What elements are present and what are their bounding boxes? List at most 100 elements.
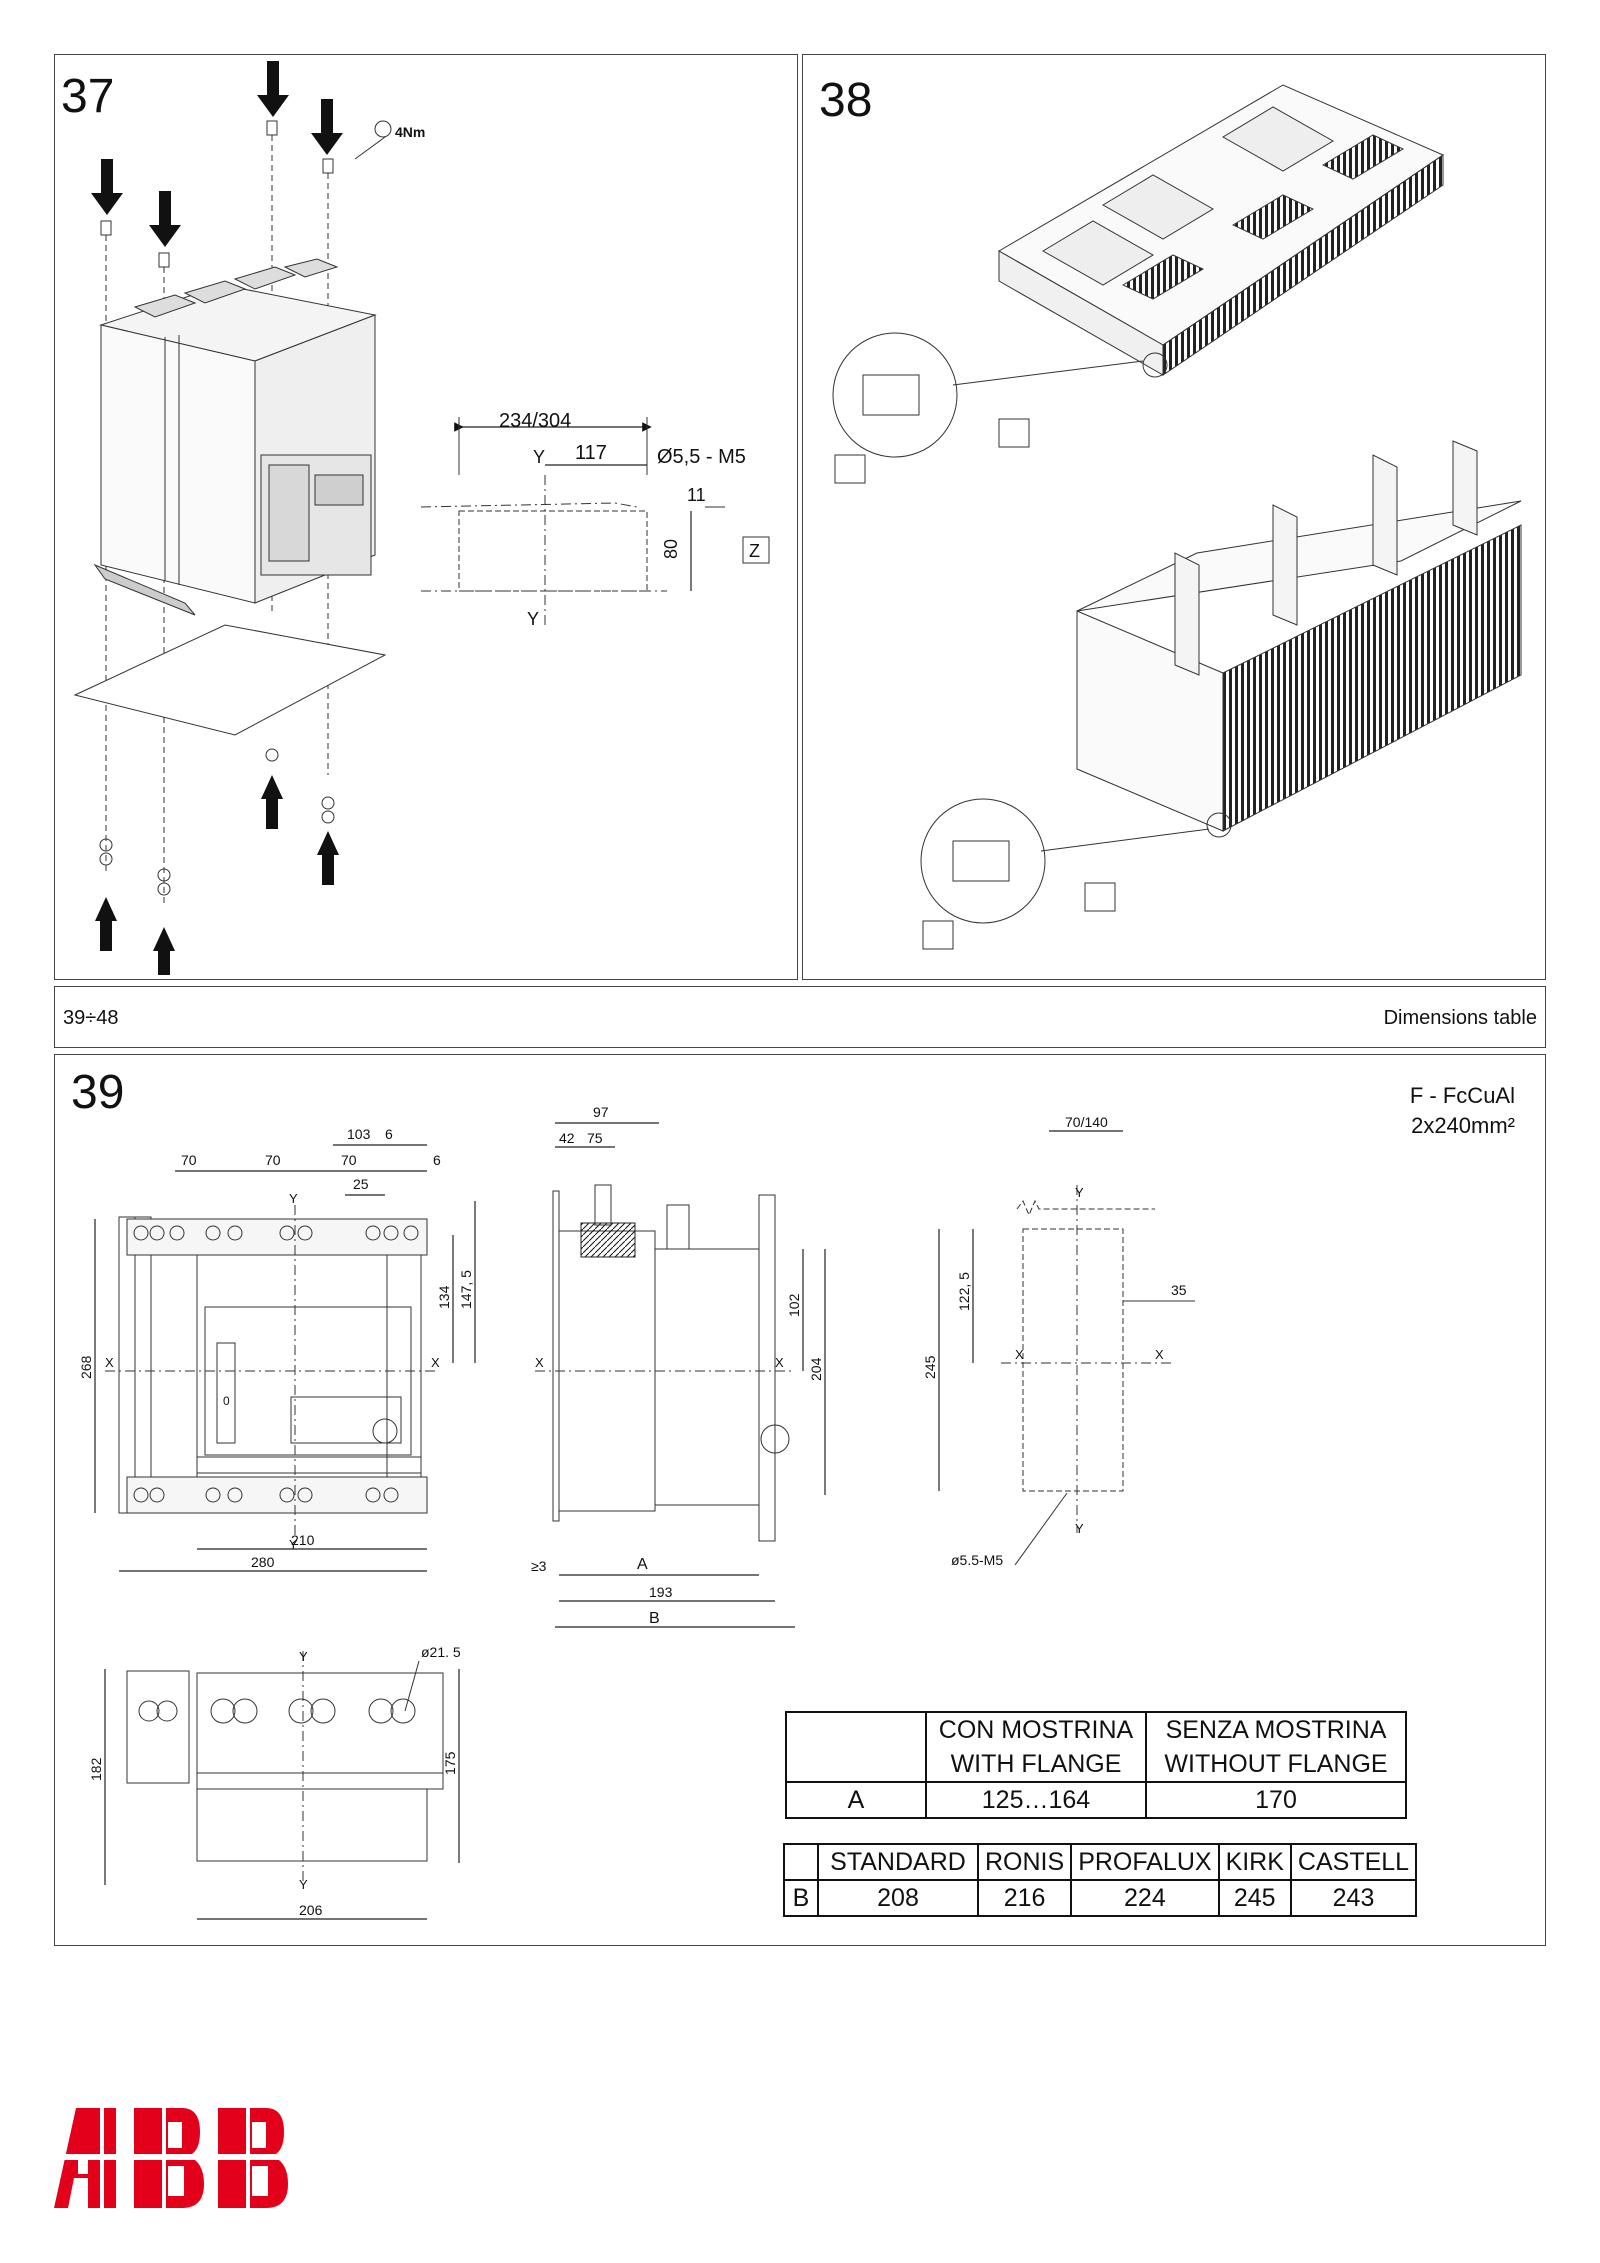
- dim-offset: 11: [687, 485, 706, 505]
- dim-280: 280: [251, 1554, 275, 1570]
- table-cell: 224: [1070, 1879, 1220, 1917]
- panel-step-38: 38: [802, 54, 1546, 980]
- abb-logo: [54, 2108, 290, 2208]
- dim-102: 102: [786, 1293, 802, 1317]
- dim-122-5: 122, 5: [956, 1272, 972, 1311]
- axis-x-right: X: [1155, 1347, 1164, 1362]
- axis-y: Y: [289, 1191, 298, 1206]
- table-header: KIRK: [1217, 1843, 1292, 1881]
- table-row-label: B: [783, 1879, 819, 1917]
- dim-dia-21-5: ø21. 5: [421, 1644, 461, 1660]
- dim-75: 75: [587, 1130, 603, 1146]
- table-cell: 245: [1217, 1879, 1292, 1917]
- torque-icon: [374, 120, 392, 138]
- table-cell: 208: [817, 1879, 979, 1917]
- step-number: 38: [819, 74, 873, 127]
- axis-y-bottom: Y: [1075, 1521, 1084, 1536]
- dim-height: 80: [661, 539, 681, 559]
- table-cell-empty: [783, 1843, 819, 1881]
- axis-y: Y: [299, 1649, 308, 1664]
- table-cell-empty: [785, 1711, 927, 1783]
- table-header: CASTELL: [1289, 1843, 1418, 1881]
- table-cell: 243: [1289, 1879, 1418, 1917]
- axis-x: X: [105, 1355, 114, 1370]
- dim-70b: 70: [265, 1152, 281, 1168]
- dim-35: 35: [1171, 1282, 1187, 1298]
- front-view: Y Y X X 0 103 6 70 70 70 6 25 134 147, 5…: [78, 1126, 476, 1572]
- dim-134: 134: [436, 1285, 452, 1309]
- dim-25: 25: [353, 1176, 369, 1192]
- terminal-section: 2x240mm²: [1411, 1113, 1515, 1138]
- dim-210: 210: [291, 1532, 315, 1548]
- dim-width: 234/304: [499, 410, 571, 432]
- dim-70c: 70: [341, 1152, 357, 1168]
- terminal-type: F - FcCuAl: [1409, 1083, 1515, 1108]
- dim-half: 117: [575, 442, 607, 464]
- table-row-label: A: [785, 1781, 927, 1819]
- table-header: SENZA MOSTRINA: [1145, 1711, 1407, 1747]
- axis-y-label: Y: [533, 447, 545, 467]
- dim-175: 175: [442, 1751, 458, 1775]
- dim-193: 193: [649, 1584, 673, 1600]
- axis-x-right: X: [431, 1355, 440, 1370]
- arrow-up-icon: [95, 775, 339, 975]
- arrow-down-icon: [91, 61, 343, 247]
- axis-y-bottom: Y: [299, 1877, 308, 1892]
- step-number: 39: [71, 1066, 125, 1119]
- dim-206: 206: [299, 1902, 323, 1918]
- panel-step-39: 39 F - FcCuAl 2x240mm²: [54, 1054, 1546, 1946]
- mounting-exploded-drawing: 4Nm: [73, 61, 770, 975]
- step-number: 37: [61, 70, 115, 123]
- terminal-cover-drawing: [832, 84, 1522, 950]
- dim-42: 42: [559, 1130, 575, 1146]
- band-title: Dimensions table: [1383, 1007, 1537, 1029]
- table-header: STANDARD: [817, 1843, 979, 1881]
- dim-182: 182: [88, 1757, 104, 1781]
- off-symbol: 0: [223, 1394, 230, 1408]
- table-row: WITH FLANGE WITHOUT FLANGE: [786, 1747, 1407, 1783]
- table-cell: 170: [1145, 1781, 1407, 1819]
- table-header: WITH FLANGE: [925, 1747, 1147, 1783]
- dim-204: 204: [808, 1357, 824, 1381]
- bottom-view: Y Y ø21. 5 182 175 206: [88, 1644, 461, 1920]
- dim-hole: ø5.5-M5: [951, 1552, 1003, 1568]
- side-view: X X 97 42 75 102 204 ≥3 A 193 B: [531, 1104, 826, 1628]
- section-band: 39÷48 Dimensions table: [54, 986, 1546, 1048]
- table-cell: 216: [976, 1879, 1073, 1917]
- dim-70-140: 70/140: [1065, 1114, 1108, 1130]
- table-row: A 125…164 170: [785, 1781, 1407, 1819]
- dim-b: B: [649, 1610, 660, 1627]
- table-row: STANDARD RONIS PROFALUX KIRK CASTELL: [783, 1843, 1418, 1881]
- dim-268: 268: [78, 1355, 94, 1379]
- dim-min-3: ≥3: [531, 1558, 547, 1574]
- hand-icon: [998, 418, 1030, 448]
- table-row: B 208 216 224 245 243: [783, 1879, 1418, 1917]
- dim-147-5: 147, 5: [458, 1270, 474, 1309]
- axis-z-label: Z: [749, 541, 760, 561]
- dim-103: 103: [347, 1126, 371, 1142]
- table-header: CON MOSTRINA: [925, 1711, 1147, 1747]
- dim-6a: 6: [385, 1126, 393, 1142]
- dim-245: 245: [922, 1355, 938, 1379]
- drilling-template: 234/304 Y 117 Ø5,5 - M5 11 80 Z Y: [420, 410, 770, 629]
- table-cell: 125…164: [925, 1781, 1147, 1819]
- drilling-view: X X Y Y 70/140 35 122, 5 245 ø5.5-M5: [922, 1114, 1195, 1568]
- axis-x: X: [1015, 1347, 1024, 1362]
- panel-step-37: 37 4Nm: [54, 54, 798, 980]
- table-row: CON MOSTRINA SENZA MOSTRINA: [785, 1711, 1407, 1783]
- axis-y-label-bottom: Y: [527, 609, 539, 629]
- axis-y-bottom: Y: [289, 1537, 298, 1552]
- table-header: PROFALUX: [1070, 1843, 1220, 1881]
- dimension-drawings: Y Y X X 0 103 6 70 70 70 6 25 134 147, 5…: [78, 1104, 1195, 1920]
- band-page-range: 39÷48: [63, 1007, 119, 1029]
- table-header: RONIS: [976, 1843, 1073, 1881]
- table-dimension-a: CON MOSTRINA SENZA MOSTRINA WITH FLANGE …: [785, 1711, 1407, 1819]
- axis-x: X: [535, 1355, 544, 1370]
- torque-label: 4Nm: [395, 124, 425, 140]
- dim-6b: 6: [433, 1152, 441, 1168]
- dim-97: 97: [593, 1104, 609, 1120]
- axis-y: Y: [1075, 1185, 1084, 1200]
- axis-x-right: X: [775, 1355, 784, 1370]
- dim-hole: Ø5,5 - M5: [657, 446, 746, 468]
- table-header: WITHOUT FLANGE: [1145, 1747, 1407, 1783]
